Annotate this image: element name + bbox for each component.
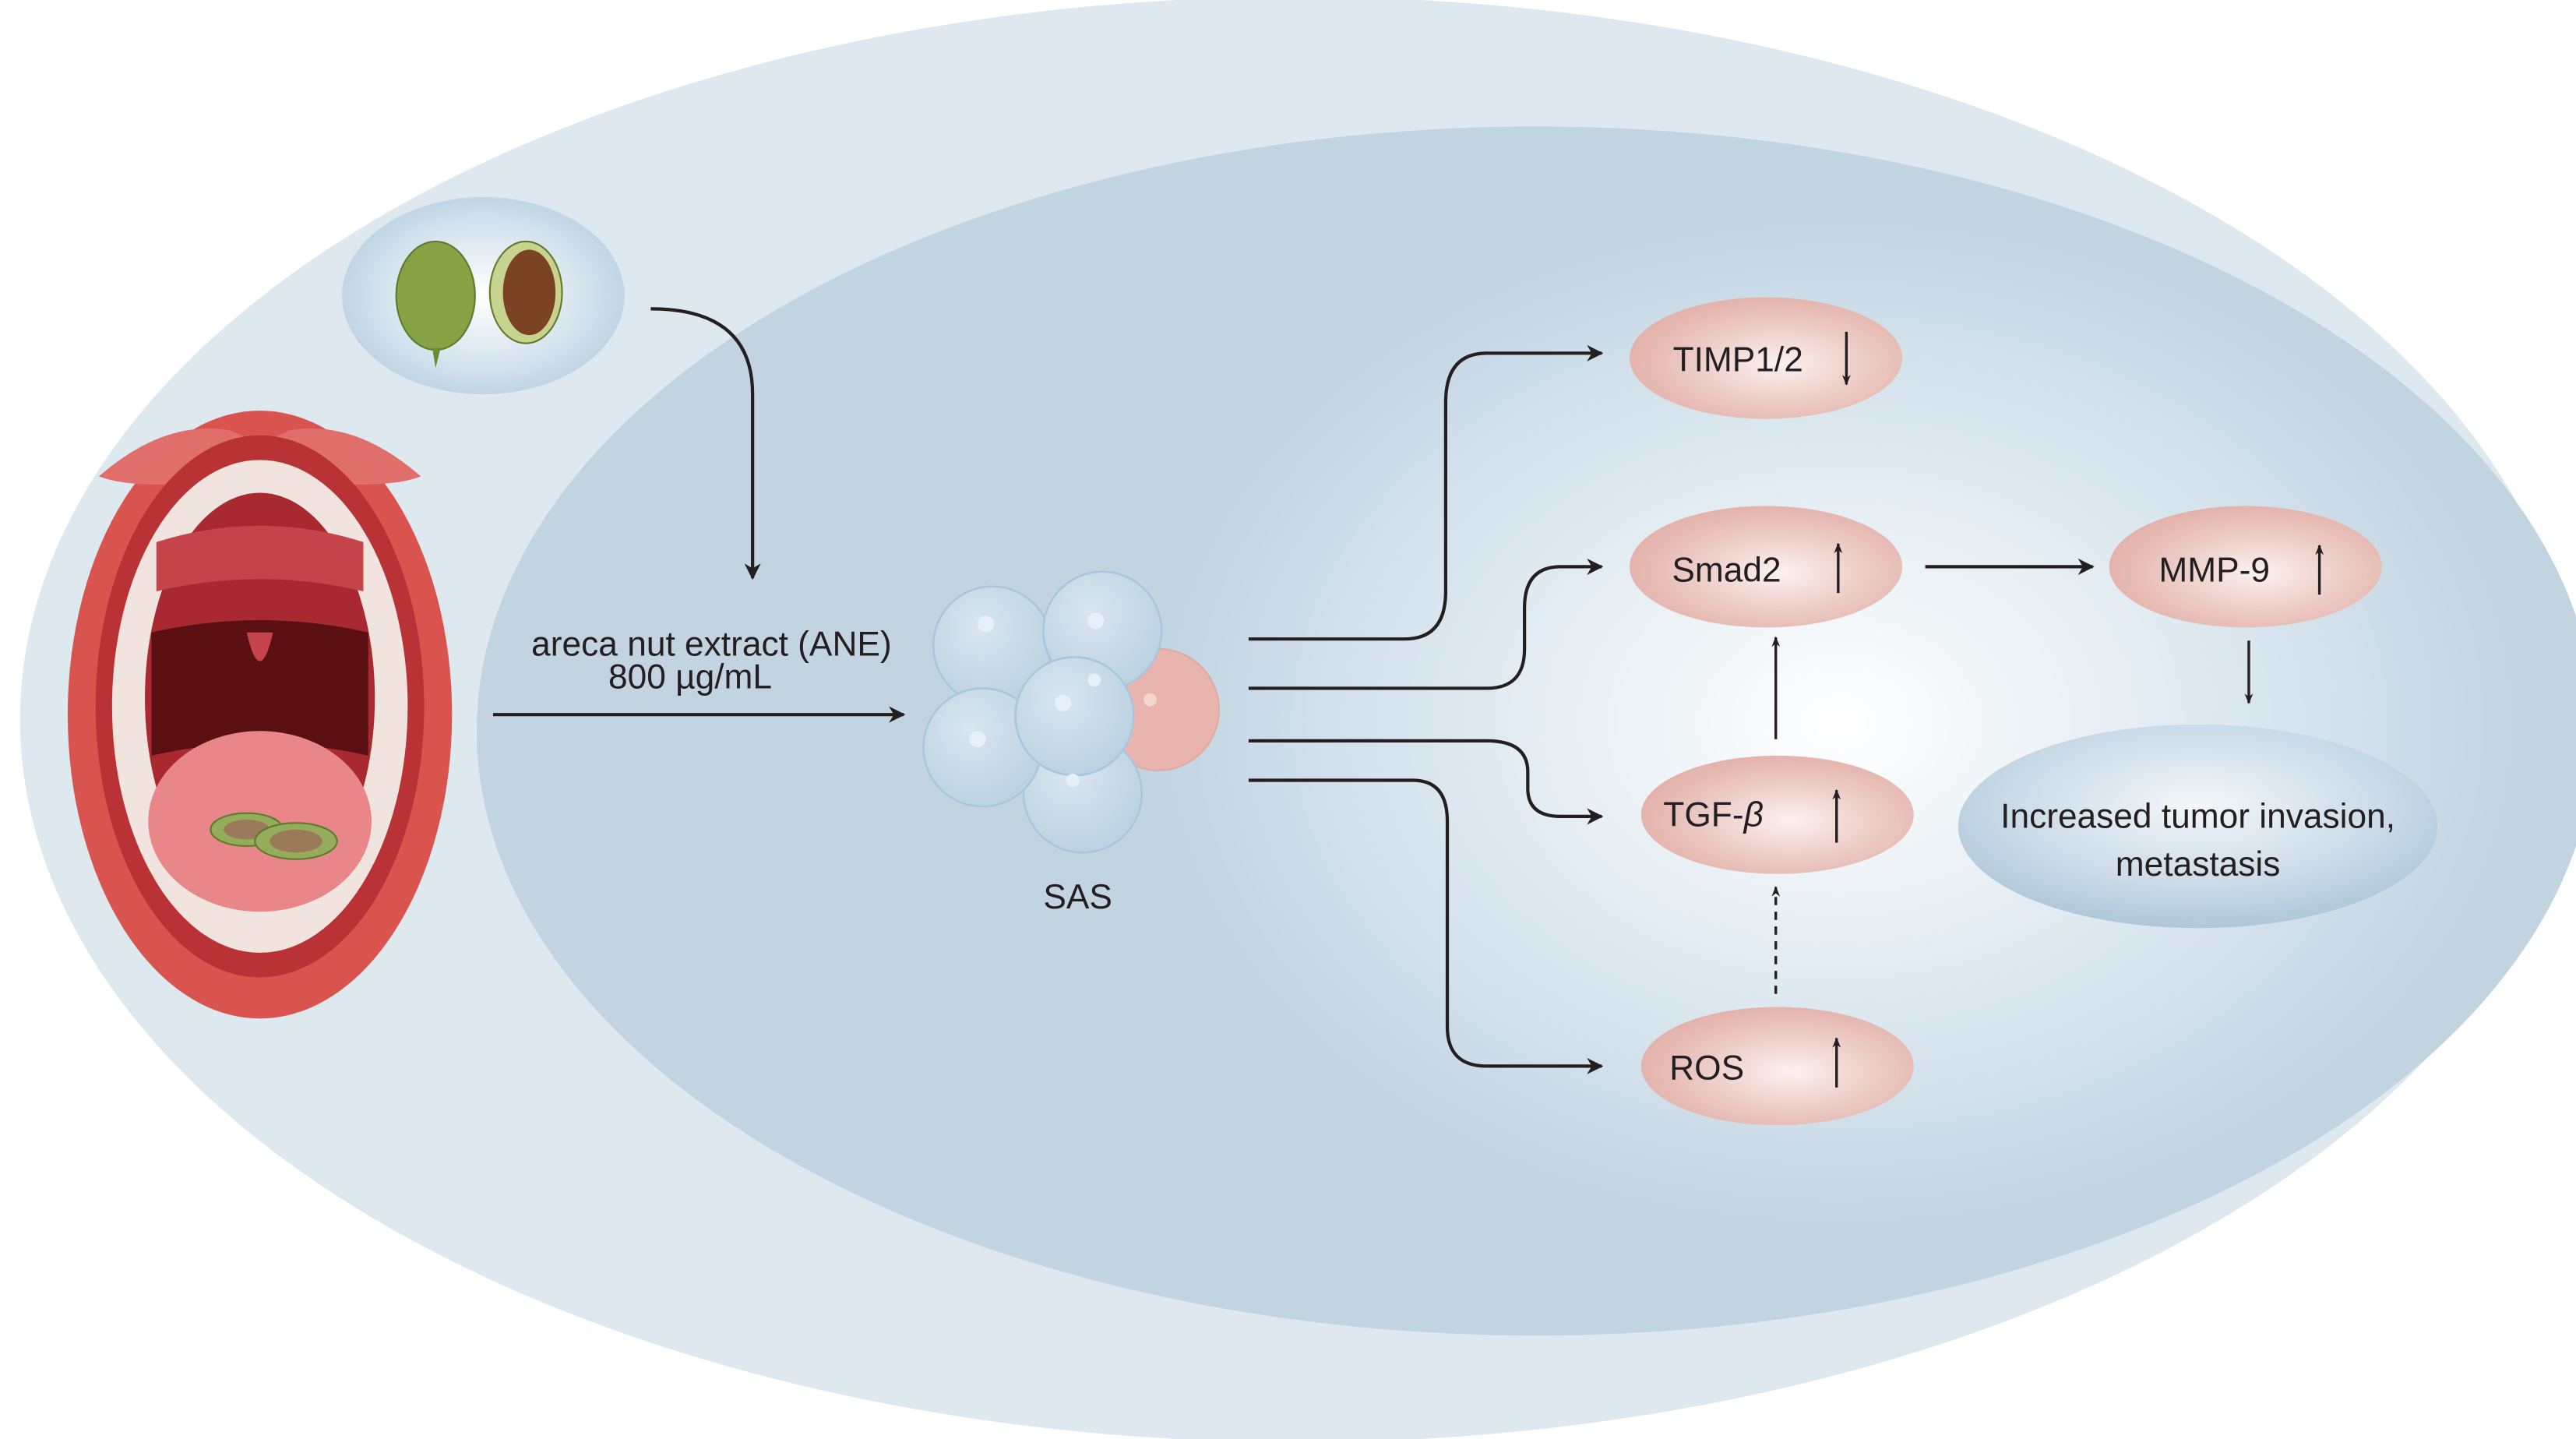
node-tgf-beta: TGF-β — [1640, 755, 1914, 874]
nut-to-ane-arrow — [650, 307, 761, 580]
node-mmp9: MMP-9 — [2109, 506, 2382, 628]
node-timp: TIMP1/2 — [1630, 297, 1903, 419]
node-ros-label: ROS — [1669, 1049, 1744, 1087]
inner-ellipse — [1150, 210, 2530, 1236]
sas-label: SAS — [1043, 878, 1112, 916]
ane-label-line2: 800 µg/mL — [608, 658, 772, 696]
sas-to-tgf-arrow — [1248, 739, 1604, 825]
outcome-line2: metastasis — [2116, 845, 2281, 884]
outcome-bubble: Increased tumor invasion, metastasis — [1958, 724, 2438, 929]
node-tgf-label: TGF-β — [1663, 796, 1764, 834]
sas-to-smad2-arrow — [1248, 558, 1604, 690]
sas-to-timp-arrow — [1248, 344, 1604, 641]
sas-cell-cluster-icon — [922, 570, 1220, 854]
node-smad2: Smad2 — [1630, 506, 1903, 628]
sas-to-ros-arrow — [1248, 778, 1604, 1074]
node-timp-label: TIMP1/2 — [1673, 341, 1803, 379]
open-mouth-icon — [67, 411, 453, 1019]
areca-nut-icon — [342, 197, 625, 395]
node-mmp9-label: MMP-9 — [2158, 551, 2270, 589]
node-smad2-label: Smad2 — [1672, 551, 1781, 589]
ane-label-line1: areca nut extract (ANE) — [531, 625, 891, 663]
node-ros: ROS — [1640, 1007, 1914, 1126]
outcome-line1: Increased tumor invasion, — [2000, 798, 2395, 836]
